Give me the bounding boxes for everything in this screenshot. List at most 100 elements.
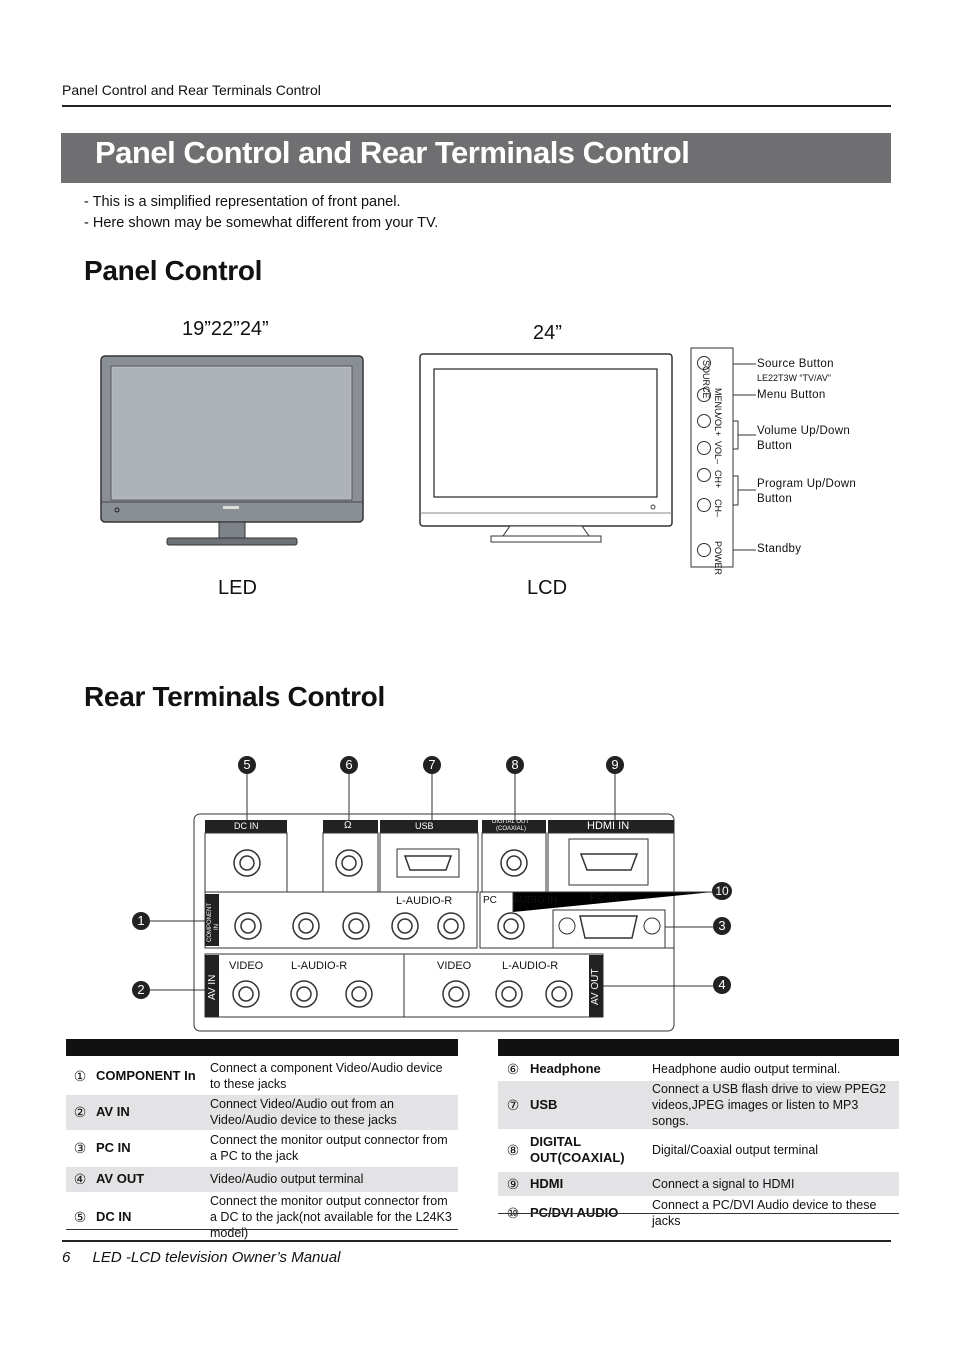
callout-program-1: Program Up/Down xyxy=(757,478,857,490)
header-rule xyxy=(62,105,891,107)
btn-vol-down: VOL– xyxy=(713,441,723,465)
row-number: ⑩ xyxy=(498,1196,528,1230)
callout-lines xyxy=(733,363,756,551)
led-tv-illustration xyxy=(100,355,364,546)
running-head: Panel Control and Rear Terminals Control xyxy=(62,82,321,98)
label-video-av-in: VIDEO xyxy=(229,960,264,972)
row-name: AV OUT xyxy=(94,1166,208,1193)
btn-power: POWER xyxy=(713,541,723,576)
table-row: ④ AV OUT Video/Audio output terminal xyxy=(66,1166,458,1193)
rear-terminal-diagram xyxy=(149,773,713,1032)
row-number: ② xyxy=(66,1094,94,1131)
btn-source: SOURCE xyxy=(701,360,711,399)
side-button-panel xyxy=(690,347,734,568)
badge-3: 3 xyxy=(713,917,731,935)
row-number: ⑨ xyxy=(498,1171,528,1197)
label-l-audio-r-component: L-AUDIO-R xyxy=(396,895,453,907)
lcd-tv-illustration xyxy=(419,353,673,543)
row-name: COMPONENT In xyxy=(94,1058,208,1095)
callout-volume-1: Volume Up/Down xyxy=(757,425,851,437)
row-number: ③ xyxy=(66,1130,94,1167)
table-row: ① COMPONENT In Connect a component Video… xyxy=(66,1058,458,1095)
table-row: ⑤ DC IN Connect the monitor output conne… xyxy=(66,1192,458,1242)
row-name: DC IN xyxy=(94,1192,208,1242)
callout-volume-2: Button xyxy=(757,440,793,452)
label-usb: USB xyxy=(415,821,434,831)
badge-7: 7 xyxy=(423,756,441,774)
left-table-header xyxy=(66,1039,458,1056)
badge-8: 8 xyxy=(506,756,524,774)
title-banner: Panel Control and Rear Terminals Control xyxy=(61,133,891,183)
table-row: ③ PC IN Connect the monitor output conne… xyxy=(66,1130,458,1167)
btn-vol-up: VOL+ xyxy=(713,413,723,437)
label-audio-in: AUDIO IN xyxy=(513,895,558,906)
right-spec-table: ⑥ Headphone Headphone audio output termi… xyxy=(498,1058,899,1230)
label-av-in: AV IN xyxy=(207,974,218,1000)
label-l-audio-r-av-in: L-AUDIO-R xyxy=(291,960,348,972)
label-component-1: COMPONENT xyxy=(207,903,213,942)
btn-ch-up: CH+ xyxy=(713,470,723,489)
row-name: Headphone xyxy=(528,1058,650,1081)
callout-menu: Menu Button xyxy=(757,389,826,401)
row-description: Digital/Coaxial output terminal xyxy=(650,1129,899,1172)
row-name: USB xyxy=(528,1080,650,1130)
label-dc-in: DC IN xyxy=(234,821,259,831)
panel-control-title: Panel Control xyxy=(84,255,263,286)
row-name: HDMI xyxy=(528,1171,650,1197)
row-description: Connect a component Video/Audio device t… xyxy=(208,1058,458,1095)
table-row: ⑦ USB Connect a USB flash drive to view … xyxy=(498,1080,899,1130)
footer-rule xyxy=(62,1240,891,1242)
table-row: ⑧ DIGITAL OUT(COAXIAL) Digital/Coaxial o… xyxy=(498,1129,899,1172)
row-number: ⑧ xyxy=(498,1129,528,1172)
badge-9: 9 xyxy=(606,756,624,774)
right-table-header xyxy=(498,1039,899,1056)
table-row: ⑩ PC/DVI AUDIO Connect a PC/DVI Audio de… xyxy=(498,1196,899,1230)
left-spec-table: ① COMPONENT In Connect a component Video… xyxy=(66,1058,458,1242)
table-row: ⑥ Headphone Headphone audio output termi… xyxy=(498,1058,899,1081)
label-pc-in: PC IN xyxy=(590,892,620,904)
footer-text: LED -LCD television Owner’s Manual xyxy=(92,1249,341,1266)
badge-2: 2 xyxy=(132,981,150,999)
headphone-icon: Ω xyxy=(344,820,352,831)
row-name: PC IN xyxy=(94,1130,208,1167)
callout-model-note: LE22T3W “TV/AV” xyxy=(757,373,831,383)
led-sizes: 19”22”24” xyxy=(182,318,269,340)
led-label: LED xyxy=(218,577,257,599)
btn-ch-down: CH– xyxy=(713,499,723,518)
callout-standby: Standby xyxy=(757,543,802,555)
row-description: Video/Audio output terminal xyxy=(208,1166,458,1193)
label-l-audio-r-av-out: L-AUDIO-R xyxy=(502,960,559,972)
table-row: ⑨ HDMI Connect a signal to HDMI xyxy=(498,1171,899,1197)
row-description: Connect a signal to HDMI xyxy=(650,1171,899,1197)
row-description: Connect the monitor output connector fro… xyxy=(208,1130,458,1167)
table-row: ② AV IN Connect Video/Audio out from an … xyxy=(66,1094,458,1131)
badge-6: 6 xyxy=(340,756,358,774)
btn-menu: MENU xyxy=(713,388,723,415)
footer: 6 LED -LCD television Owner’s Manual xyxy=(62,1249,340,1266)
row-description: Connect the monitor output connector fro… xyxy=(208,1192,458,1242)
row-name: AV IN xyxy=(94,1094,208,1131)
label-digital-out-2: (COAXIAL) xyxy=(496,826,527,832)
lcd-size: 24” xyxy=(533,322,562,344)
row-description: Connect Video/Audio out from an Video/Au… xyxy=(208,1094,458,1131)
row-description: Connect a PC/DVI Audio device to these j… xyxy=(650,1196,899,1230)
callout-source: Source Button xyxy=(757,358,834,370)
label-component-2: IN xyxy=(214,924,220,930)
row-name: PC/DVI AUDIO xyxy=(528,1196,650,1230)
left-table-rule xyxy=(66,1229,458,1230)
badge-10: 10 xyxy=(712,882,732,900)
row-number: ① xyxy=(66,1058,94,1095)
badge-5: 5 xyxy=(238,756,256,774)
row-number: ⑦ xyxy=(498,1080,528,1130)
note-1: - This is a simplified representation of… xyxy=(84,194,401,210)
label-pc: PC xyxy=(483,895,497,906)
page-number: 6 xyxy=(62,1249,71,1266)
banner-title: Panel Control and Rear Terminals Control xyxy=(95,135,690,170)
label-digital-out-1: DIGITAL OUT xyxy=(492,819,530,825)
note-2: - Here shown may be somewhat different f… xyxy=(84,215,439,231)
row-description: Connect a USB flash drive to view PPEG2 … xyxy=(650,1080,899,1130)
row-name: DIGITAL OUT(COAXIAL) xyxy=(528,1129,650,1172)
row-number: ⑥ xyxy=(498,1058,528,1081)
rear-terminals-title: Rear Terminals Control xyxy=(84,681,385,712)
row-number: ④ xyxy=(66,1166,94,1193)
